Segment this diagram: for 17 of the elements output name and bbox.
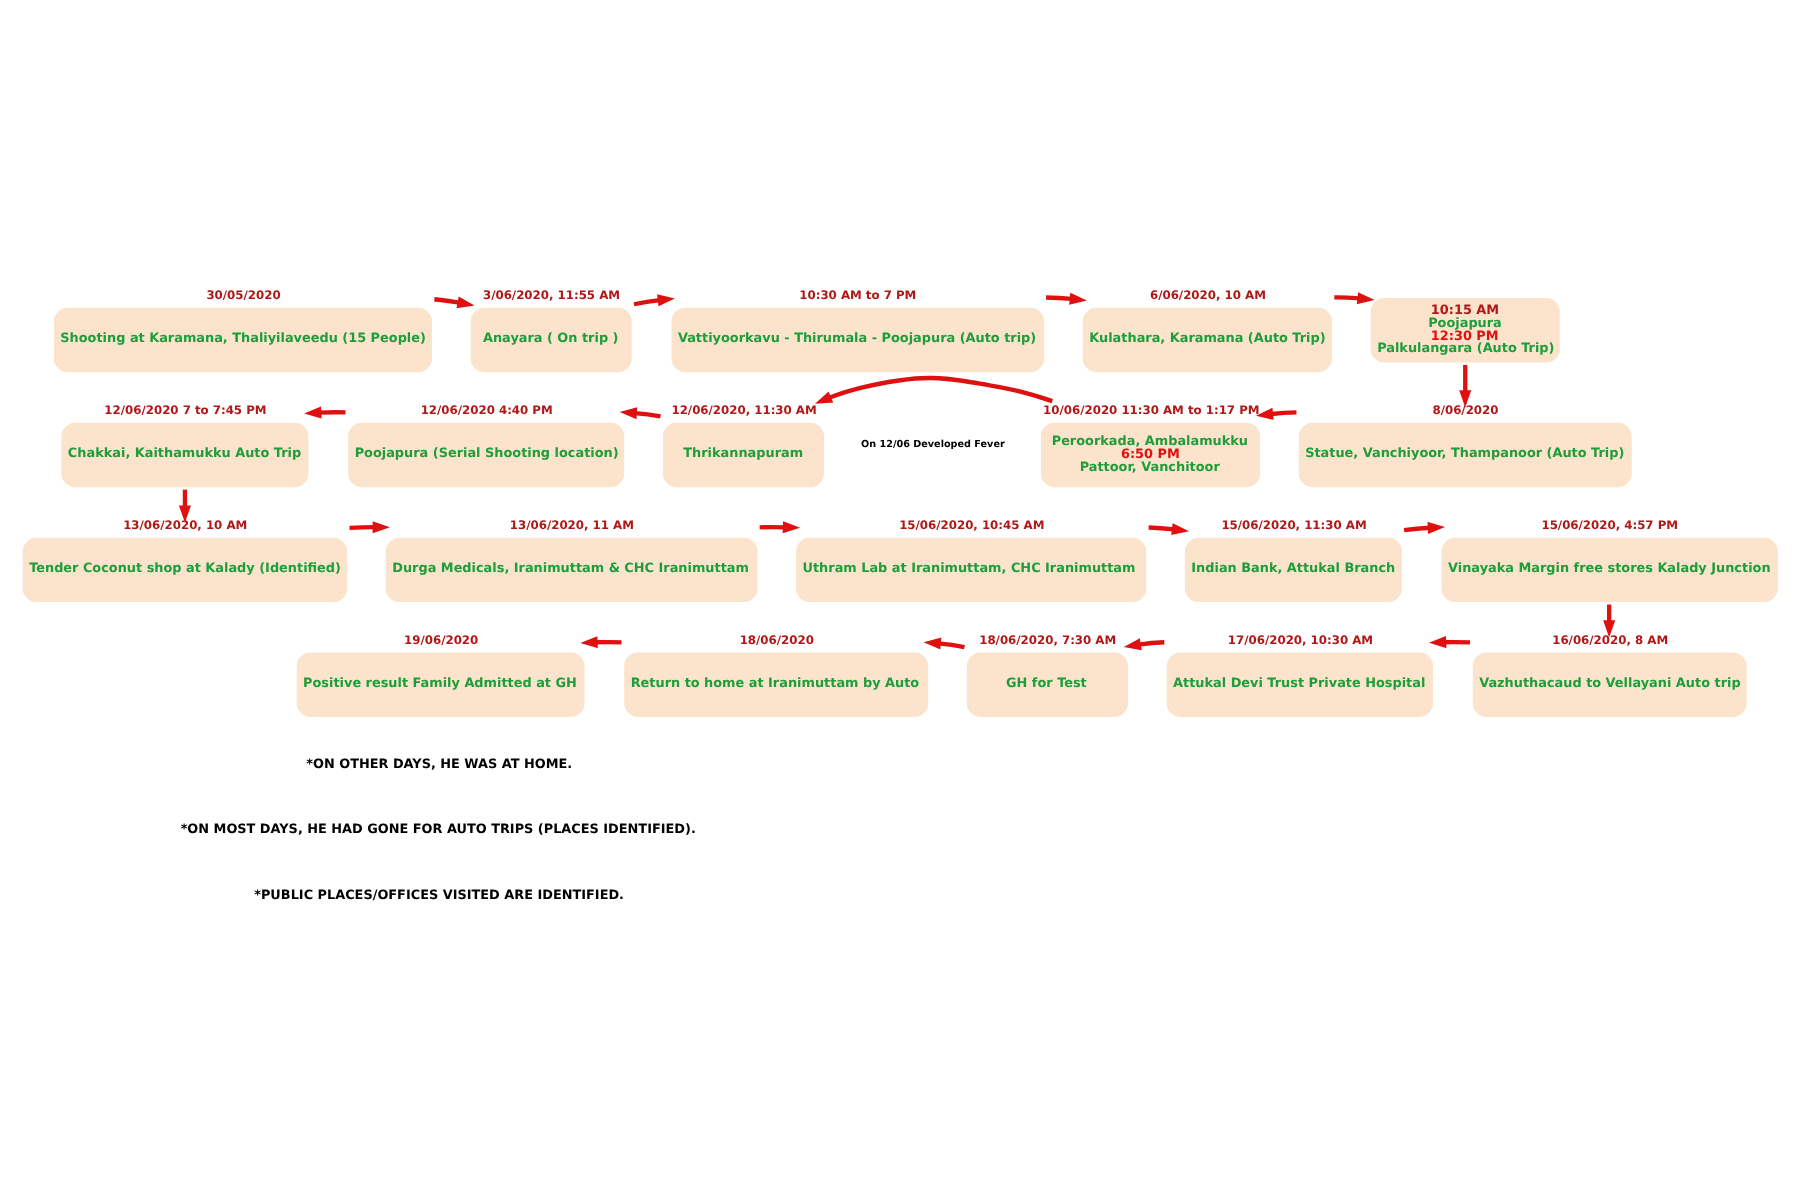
arrow bbox=[1123, 637, 1165, 650]
arrow bbox=[349, 520, 390, 533]
arrow bbox=[814, 374, 1053, 403]
arrow bbox=[1255, 406, 1297, 419]
arrow bbox=[1403, 520, 1445, 533]
arrow bbox=[759, 520, 801, 533]
arrow bbox=[304, 405, 346, 418]
arrow bbox=[619, 406, 661, 419]
arrow bbox=[1334, 291, 1375, 304]
arrow bbox=[434, 295, 475, 308]
arrow bbox=[633, 293, 675, 306]
arrow bbox=[580, 635, 622, 648]
arrow bbox=[1046, 291, 1087, 304]
arrow bbox=[1459, 363, 1472, 407]
arrow bbox=[1148, 522, 1190, 535]
arrow bbox=[923, 636, 965, 649]
arrow bbox=[1428, 635, 1471, 648]
